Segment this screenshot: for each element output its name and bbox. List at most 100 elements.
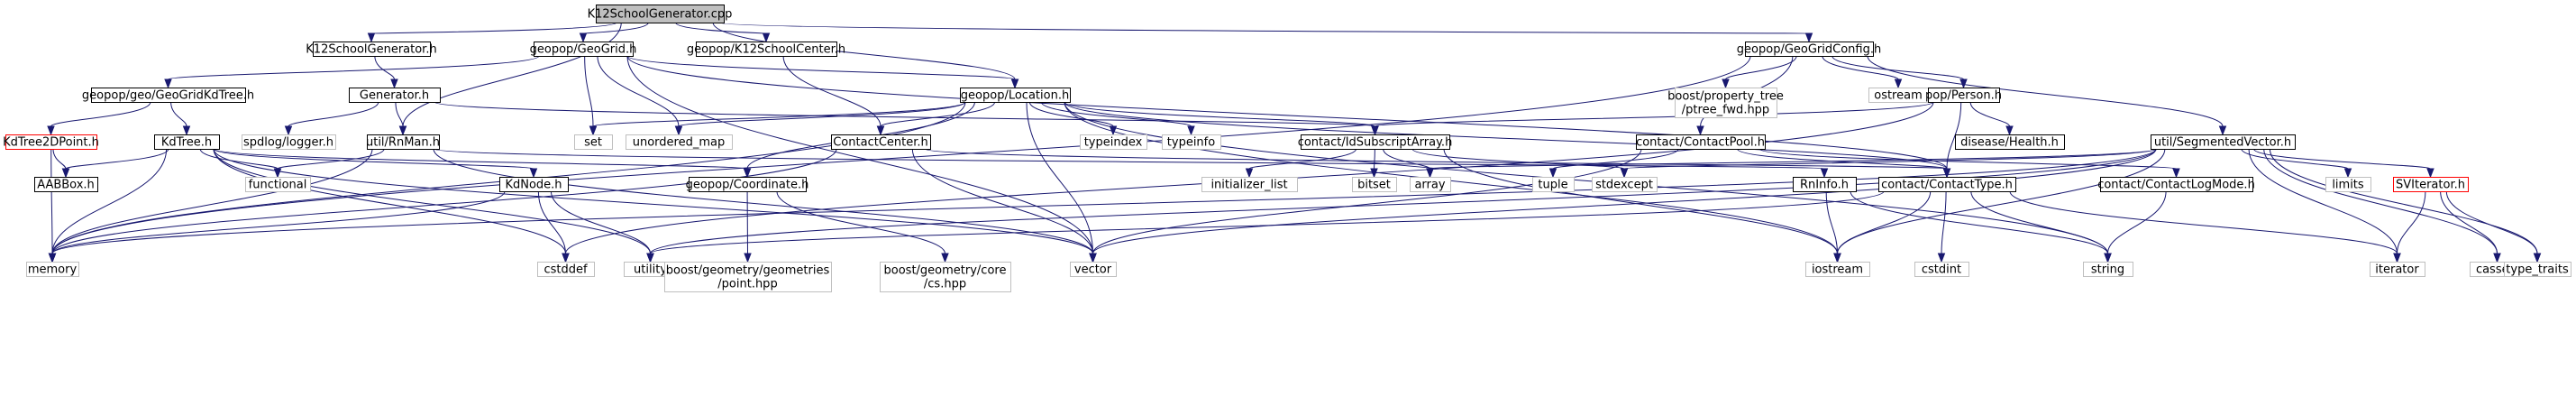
arrowhead-generator-to-rnman xyxy=(398,125,407,136)
edge-segvec-to-memory xyxy=(51,148,2157,254)
node-clogmode[interactable]: contact/ContactLogMode.h xyxy=(2097,177,2255,192)
node-ccenter[interactable]: ContactCenter.h xyxy=(831,134,931,150)
node-string[interactable]: string xyxy=(2083,262,2133,277)
node-ostream[interactable]: ostream xyxy=(1868,88,1929,103)
node-geogrid[interactable]: geopop/GeoGrid.h xyxy=(530,42,637,57)
edge-kdtreeh-to-cstddef xyxy=(213,148,566,254)
arrowhead-kdnode-to-memory xyxy=(48,253,57,263)
node-label-typeinfo: typeinfo xyxy=(1167,136,1215,150)
node-kdtree[interactable]: geopop/geo/GeoGridKdTree.h xyxy=(82,88,254,103)
node-box-k12h xyxy=(313,42,431,57)
node-aabb[interactable]: AABBox.h xyxy=(34,177,98,192)
edge-kdnode-to-cstddef xyxy=(537,190,566,254)
node-coord[interactable]: geopop/Coordinate.h xyxy=(686,177,809,192)
node-spdlog[interactable]: spdlog/logger.h xyxy=(242,134,336,150)
node-label-boostgeo-1: /point.hpp xyxy=(717,278,777,291)
node-boostpt[interactable]: boost/property_tree/ptree_fwd.hpp xyxy=(1667,88,1784,118)
node-kd2d[interactable]: KdTree2DPoint.h xyxy=(3,134,99,150)
node-kdtreeh[interactable]: KdTree.h xyxy=(154,134,220,150)
node-initlist[interactable]: initializer_list xyxy=(1201,177,1298,192)
node-functional[interactable]: functional xyxy=(245,177,311,192)
node-label-segvec: util/SegmentedVector.h xyxy=(2154,136,2291,150)
node-umap[interactable]: unordered_map xyxy=(626,134,733,150)
edge-cpool-to-clogmode xyxy=(1758,148,2177,170)
arrowhead-ctype-to-utility xyxy=(646,253,654,263)
node-vector[interactable]: vector xyxy=(1070,262,1117,277)
node-cstdint[interactable]: cstdint xyxy=(1914,262,1969,277)
node-label-geogrid: geopop/GeoGrid.h xyxy=(530,43,637,57)
node-location[interactable]: geopop/Location.h xyxy=(960,88,1071,103)
arrowhead-cpool-to-tuple xyxy=(1548,168,1557,179)
arrowhead-person-to-idsub xyxy=(1371,125,1379,136)
node-box-aabb xyxy=(34,177,98,192)
node-label-location: geopop/Location.h xyxy=(961,89,1069,103)
arrowhead-location-to-ccenter xyxy=(876,125,885,136)
edge-sviter-to-typetraits xyxy=(2445,190,2538,254)
node-k12h[interactable]: K12SchoolGenerator.h xyxy=(306,42,437,57)
edge-location-to-umap xyxy=(678,101,966,127)
node-bitset[interactable]: bitset xyxy=(1352,177,1397,192)
edge-person-to-health xyxy=(1969,101,2010,127)
edge-ccenter-to-vector xyxy=(911,148,1093,254)
node-memory[interactable]: memory xyxy=(26,262,79,277)
edge-root-to-geogrid xyxy=(582,22,649,34)
edge-location-to-typeindex xyxy=(1028,101,1114,127)
node-label-string: string xyxy=(2091,263,2124,277)
node-box-geogrid xyxy=(534,42,634,57)
node-label-iterator: iterator xyxy=(2375,263,2419,277)
edge-ccenter-to-memory xyxy=(51,148,837,254)
node-k12center[interactable]: geopop/K12SchoolCenter.h xyxy=(687,42,845,57)
node-sviter[interactable]: SVIterator.h xyxy=(2393,177,2469,192)
node-typeindex[interactable]: typeindex xyxy=(1080,134,1147,150)
node-box-initlist xyxy=(1201,177,1298,192)
node-iterator[interactable]: iterator xyxy=(2370,262,2425,277)
arrowhead-idsub-to-initlist xyxy=(1245,168,1254,179)
arrowhead-location-to-umap xyxy=(674,125,683,136)
edge-geogrid-to-ctype xyxy=(626,55,1948,170)
node-cpool[interactable]: contact/ContactPool.h xyxy=(1636,134,1766,150)
node-rninfo[interactable]: RnInfo.h xyxy=(1793,177,1857,192)
node-set[interactable]: set xyxy=(574,134,613,150)
node-box-coord xyxy=(689,177,807,192)
node-rnman[interactable]: util/RnMan.h xyxy=(366,134,440,150)
arrowhead-person-to-health xyxy=(2005,125,2014,136)
node-tuple[interactable]: tuple xyxy=(1532,177,1575,192)
node-box-ctype xyxy=(1878,177,2016,192)
arrowhead-root-to-k12h xyxy=(367,32,376,43)
node-geogridcfg[interactable]: geopop/GeoGridConfig.h xyxy=(1737,42,1881,57)
node-kdnode[interactable]: KdNode.h xyxy=(499,177,569,192)
node-box-person xyxy=(1928,88,2000,103)
node-boostcore[interactable]: boost/geometry/core/cs.hpp xyxy=(880,262,1011,292)
edge-geogrid-to-vector xyxy=(626,55,1093,254)
node-limits[interactable]: limits xyxy=(2325,177,2371,192)
node-cstddef[interactable]: cstddef xyxy=(537,262,595,277)
node-label-typeindex: typeindex xyxy=(1084,136,1143,150)
node-boostgeo[interactable]: boost/geometry/geometries/point.hpp xyxy=(664,262,832,292)
node-utility[interactable]: utility xyxy=(624,262,678,277)
edge-generator-to-rnman xyxy=(395,101,404,127)
node-generator[interactable]: Generator.h xyxy=(349,88,441,103)
node-box-iostream xyxy=(1805,262,1870,277)
edge-generator-to-spdlog xyxy=(288,101,379,127)
arrowhead-geogridcfg-to-ostream xyxy=(1894,78,1903,89)
node-iostream[interactable]: iostream xyxy=(1805,262,1870,277)
arrowhead-generator-to-spdlog xyxy=(284,125,293,136)
node-ctype[interactable]: contact/ContactType.h xyxy=(1878,177,2016,192)
node-label-cpool: contact/ContactPool.h xyxy=(1636,136,1765,150)
node-box-sviter xyxy=(2393,177,2469,192)
node-health[interactable]: disease/Health.h xyxy=(1955,134,2065,150)
node-segvec[interactable]: util/SegmentedVector.h xyxy=(2151,134,2296,150)
arrowhead-root-to-geogridcfg xyxy=(1804,32,1813,43)
node-label-aabb: AABBox.h xyxy=(37,179,95,192)
arrowhead-k12h-to-generator xyxy=(390,78,398,89)
node-label-clogmode: contact/ContactLogMode.h xyxy=(2097,179,2255,192)
node-idsub[interactable]: contact/IdSubscriptArray.h xyxy=(1298,134,1453,150)
edge-kdtreeh-to-functional xyxy=(199,148,279,170)
node-typetraits[interactable]: type_traits xyxy=(2504,262,2571,277)
edge-kdtreeh-to-kdnode xyxy=(213,148,534,170)
node-stdexcept[interactable]: stdexcept xyxy=(1592,177,1658,192)
node-label-rnman: util/RnMan.h xyxy=(366,136,440,150)
node-array[interactable]: array xyxy=(1410,177,1451,192)
node-person[interactable]: pop/Person.h xyxy=(1925,88,2002,103)
node-typeinfo[interactable]: typeinfo xyxy=(1162,134,1221,150)
